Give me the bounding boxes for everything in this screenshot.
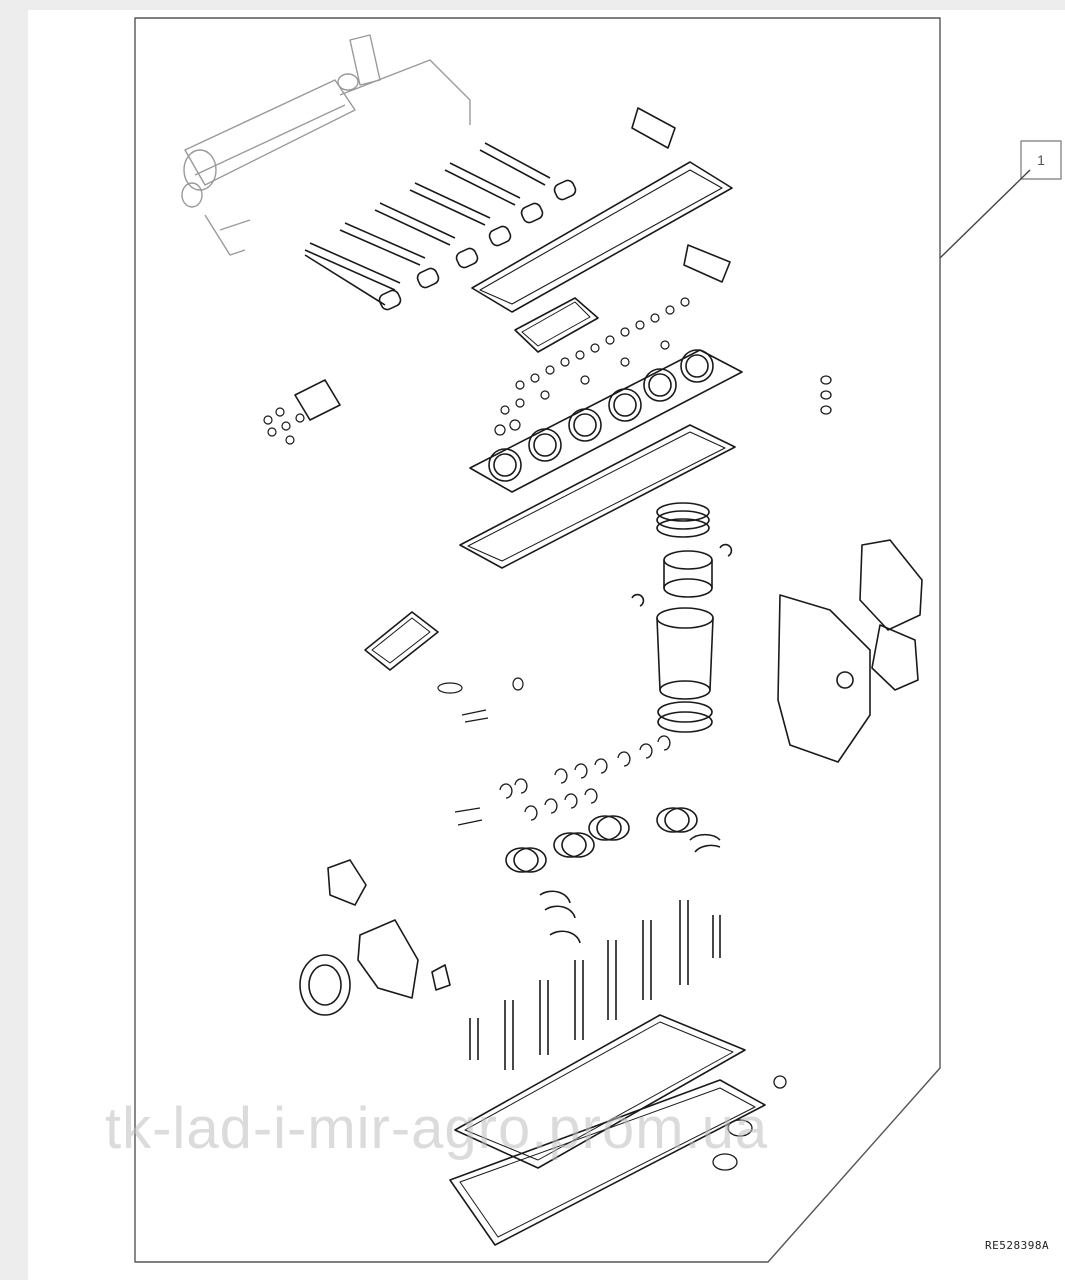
piston-ring-set (656, 502, 710, 538)
rocker-cover-gasket (471, 161, 733, 313)
elbow-gasket (683, 244, 731, 283)
main-bearing-shells (505, 807, 721, 873)
o-ring-stack-right (820, 375, 832, 415)
cylinder-head-bolts (304, 142, 551, 306)
liner-clip (631, 593, 645, 607)
drain-plug-seals (712, 1075, 787, 1171)
intake-gasket (514, 297, 599, 353)
main-bearing-cap-bolts (469, 900, 721, 1070)
water-outlet-gasket (294, 379, 341, 421)
exhaust-manifold (181, 34, 471, 256)
oil-pan-lower-gasket (449, 1079, 766, 1246)
nuts-set-left (263, 407, 305, 445)
rear-crankshaft-seal (299, 954, 351, 1016)
kit-border-frame (134, 17, 941, 1263)
figure-reference-code: RE528398A (985, 1239, 1050, 1252)
thermostat-gasket (631, 107, 676, 149)
piston (663, 550, 713, 598)
callout-box (1020, 140, 1062, 180)
rear-oil-seal-housing-gasket (327, 859, 367, 906)
oil-pan-gasket (454, 1014, 746, 1169)
thrust-washers (539, 890, 581, 944)
page-margin-top (0, 0, 1065, 10)
lifter-cover-gasket (459, 424, 736, 569)
piston-pin-clip (719, 543, 733, 557)
timing-cover-gasket (777, 594, 871, 763)
head-gasket-bores (488, 349, 714, 482)
watermark-text: tk-lad-i-mir-agro.prom.ua (105, 1096, 769, 1161)
water-pump-gasket (859, 539, 923, 631)
liner-seal-rings (657, 701, 713, 733)
small-seals-left (437, 677, 524, 723)
callout-number: 1 (1037, 152, 1045, 168)
cylinder-liner (656, 607, 714, 700)
page-margin-left (0, 0, 28, 1280)
flywheel-housing-gasket (357, 919, 419, 999)
cylinder-head-gasket (469, 349, 743, 493)
head-bolt-washers (378, 179, 577, 311)
oil-cooler-gasket (364, 611, 439, 671)
valve-stem-seals (494, 297, 690, 436)
bearing-snap-rings (454, 735, 671, 826)
callout-leader-line (939, 169, 1031, 259)
small-gasket-center (431, 964, 451, 991)
front-seal-ring (871, 624, 919, 691)
